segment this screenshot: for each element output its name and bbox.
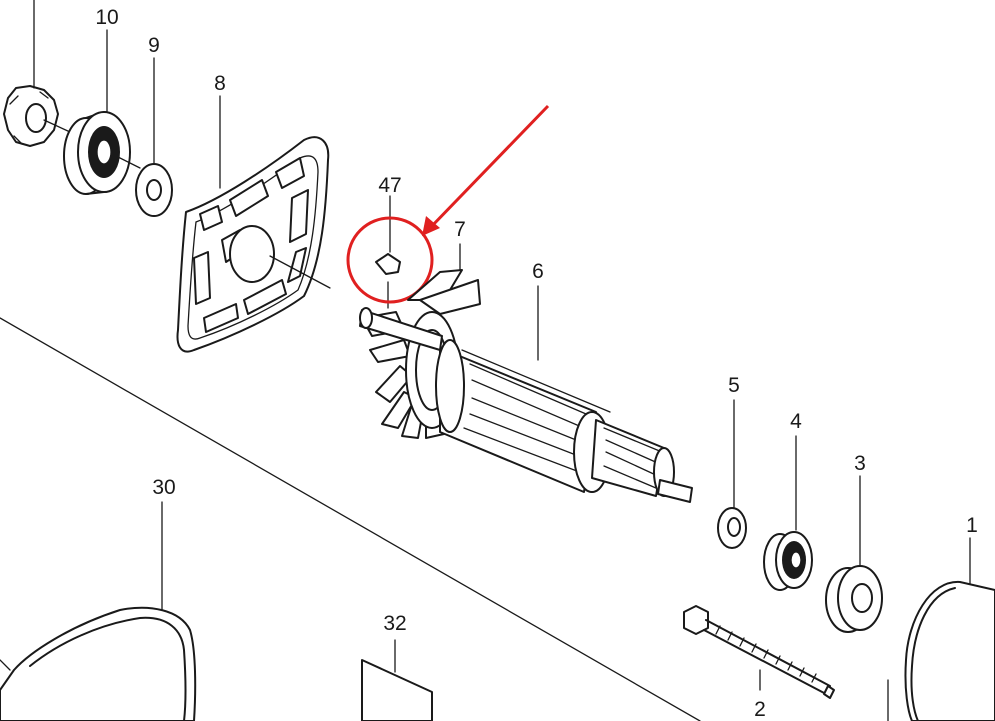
part-label-5: 5 <box>728 374 740 397</box>
part-label-7: 7 <box>454 218 466 241</box>
part-32-label <box>361 639 433 721</box>
part-47-key <box>375 195 401 309</box>
part-30-housing <box>0 501 197 721</box>
housing-guide-line <box>0 317 701 721</box>
part-label-30: 30 <box>152 476 175 499</box>
part-4-bearing <box>763 435 813 591</box>
part-6-armature <box>359 285 693 503</box>
highlight-arrowhead <box>422 216 440 236</box>
part-label-47: 47 <box>378 174 401 197</box>
part-label-2: 2 <box>754 698 766 721</box>
highlight-circle <box>346 216 434 304</box>
part-label-8: 8 <box>214 72 226 95</box>
part-label-10: 10 <box>95 6 118 29</box>
part-label-1: 1 <box>966 514 978 537</box>
part-label-6: 6 <box>532 260 544 283</box>
part-2-screw <box>683 605 835 699</box>
red-highlight-annotation <box>346 104 550 304</box>
part-5-washer <box>717 399 747 549</box>
part-3-spacer <box>825 475 883 633</box>
part-9-washer <box>135 57 173 217</box>
part-label-4: 4 <box>790 410 802 433</box>
part-label-9: 9 <box>148 34 160 57</box>
highlight-arrow-shaft <box>428 104 550 230</box>
part-label-3: 3 <box>854 452 866 475</box>
part-label-32: 32 <box>383 612 406 635</box>
part-8-baffle-plate <box>176 95 331 353</box>
part-1-field <box>887 537 995 721</box>
part-gear <box>3 0 71 147</box>
part-10-bearing <box>63 29 141 195</box>
